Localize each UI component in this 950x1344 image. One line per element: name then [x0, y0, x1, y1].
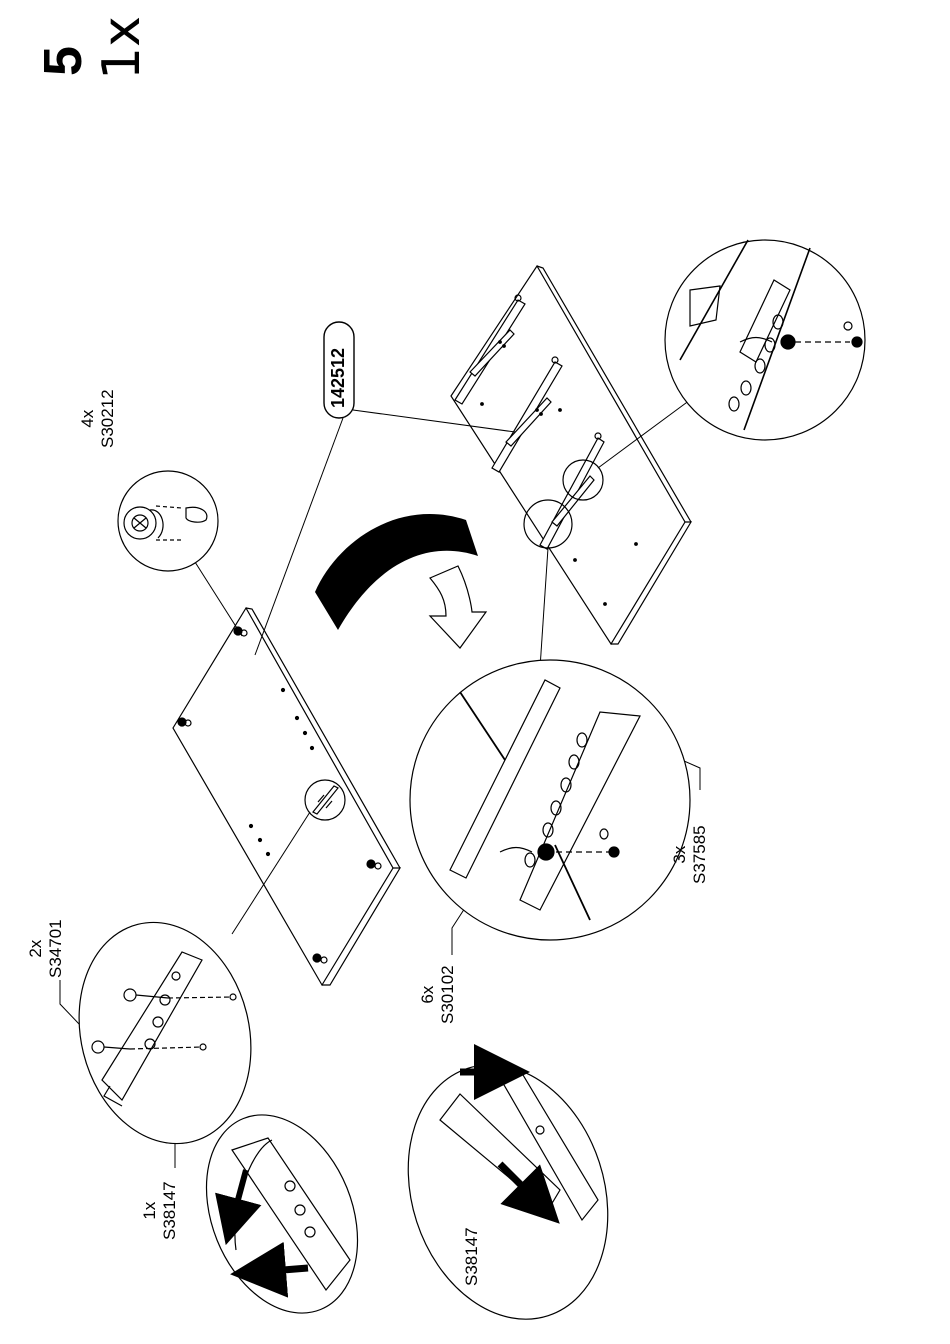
bracket-code: S38147 — [160, 1181, 180, 1240]
board-left — [173, 608, 400, 985]
runner-label: 3x S37585 — [670, 825, 711, 884]
bracket-cap-code: S38147 — [462, 1227, 482, 1286]
cap-detail-2 — [377, 1039, 640, 1344]
bracket-cap-label: S38147 — [462, 1227, 482, 1286]
runner-code: S37585 — [690, 825, 710, 884]
cam-lock-code: S30212 — [98, 389, 118, 448]
screw-qty: 2x — [26, 919, 46, 978]
cam-lock-label: 4x S30212 — [78, 389, 119, 448]
dowel-qty: 6x — [418, 965, 438, 1024]
runner-qty: 3x — [670, 825, 690, 884]
step-quantity: 1x — [96, 16, 148, 80]
bracket-label: 1x S38147 — [140, 1181, 181, 1240]
step-number: 5 — [36, 46, 90, 76]
dowel-label: 6x S30102 — [418, 965, 459, 1024]
flip-arrow — [315, 514, 486, 648]
screw-label: 2x S34701 — [26, 919, 67, 978]
cam-lock-detail — [118, 471, 218, 571]
dowel-code: S30102 — [438, 965, 458, 1024]
runner-detail-2 — [665, 240, 865, 440]
board-label: 142512 — [329, 348, 347, 408]
bracket-qty: 1x — [140, 1181, 160, 1240]
board-right — [451, 266, 691, 644]
screw-code: S34701 — [46, 919, 66, 978]
cam-lock-qty: 4x — [78, 389, 98, 448]
runner-dowel-detail — [410, 660, 690, 940]
